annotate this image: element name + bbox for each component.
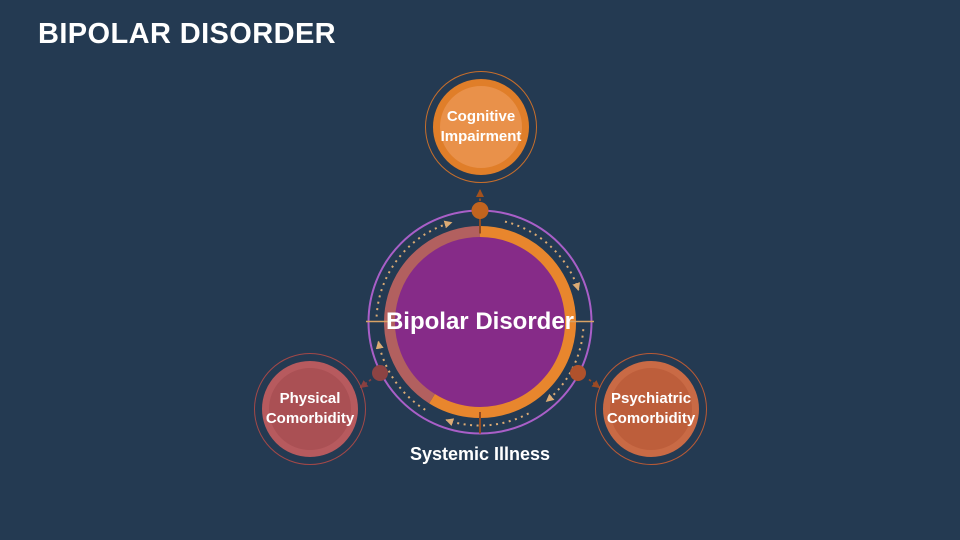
slide-title: BIPOLAR DISORDER: [38, 18, 337, 50]
center-label: Bipolar Disorder: [385, 308, 575, 335]
node-label: Physical Comorbidity: [265, 390, 355, 427]
dashed-arc: [545, 329, 585, 403]
node-cognitive-impairment: Cognitive Impairment: [425, 71, 537, 183]
connector-arrow-bottom-left: [359, 378, 372, 389]
node-psychiatric-comorbidity: Psychiatric Comorbidity: [595, 353, 707, 465]
node-physical-comorbidity: Physical Comorbidity: [254, 353, 366, 465]
node-circle: Physical Comorbidity: [262, 361, 358, 457]
orbit-dot-top: [471, 202, 489, 219]
center-circle: [394, 236, 566, 408]
band-mauve-segment: [384, 226, 481, 404]
orbit-dot-bottom-left: [372, 365, 388, 381]
node-label: Cognitive Impairment: [440, 108, 522, 145]
systemic-illness-label: Systemic Illness: [409, 444, 551, 464]
node-circle: Psychiatric Comorbidity: [603, 361, 699, 457]
dashed-arc: [375, 220, 453, 317]
rotation-dashed-arcs: [375, 220, 585, 427]
orbit-dot-bottom-right: [570, 365, 586, 381]
node-label: Psychiatric Comorbidity: [606, 390, 696, 427]
node-circle: Cognitive Impairment: [433, 79, 529, 175]
dashed-arc: [504, 220, 581, 291]
connector-arrow-bottom-right: [588, 378, 601, 389]
